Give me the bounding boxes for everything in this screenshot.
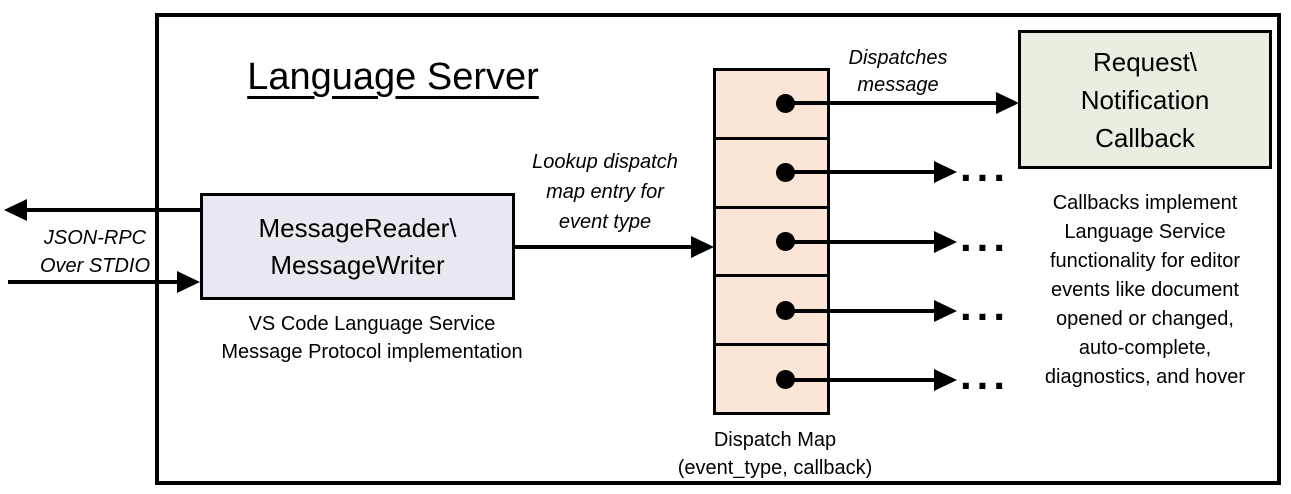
dispatch-map-cell xyxy=(716,277,827,347)
request-notification-callback-box: Request\ Notification Callback xyxy=(1018,30,1272,169)
arrow-line xyxy=(786,101,998,105)
arrow-head-right-icon xyxy=(177,271,200,293)
ellipsis: ... xyxy=(960,213,1011,260)
arrow-head-right-icon xyxy=(691,236,714,258)
arrow-head-right-icon xyxy=(934,369,957,391)
arrow-head-right-icon xyxy=(934,300,957,322)
message-box-caption: VS Code Language Service Message Protoco… xyxy=(221,313,523,363)
entry-dot-icon xyxy=(776,231,795,251)
ellipsis: ... xyxy=(960,143,1011,190)
diagram-title: Language Server xyxy=(247,56,539,98)
entry-dot-icon xyxy=(776,369,795,389)
entry-dot-icon xyxy=(776,163,795,183)
arrow-head-left-icon xyxy=(4,199,27,221)
arrow-line xyxy=(8,280,178,284)
arrow-line xyxy=(786,378,936,382)
arrow-line xyxy=(24,208,200,212)
message-reader-writer-box: MessageReader\ MessageWriter xyxy=(200,193,515,300)
arrow-line xyxy=(786,309,936,313)
dispatch-map-cell xyxy=(716,140,827,209)
dispatch-map-cell xyxy=(716,209,827,278)
entry-dot-icon xyxy=(776,300,795,320)
dispatches-message-label: Dispatches message xyxy=(848,47,948,96)
arrow-head-right-icon xyxy=(996,92,1019,114)
arrow-head-right-icon xyxy=(934,231,957,253)
dispatch-map-cell xyxy=(716,71,827,140)
ellipsis: ... xyxy=(960,282,1011,329)
ellipsis: ... xyxy=(960,351,1011,398)
dispatch-map-cell xyxy=(716,346,827,412)
arrow-line xyxy=(786,240,936,244)
dispatch-map-caption: Dispatch Map (event_type, callback) xyxy=(677,429,873,479)
lookup-label: Lookup dispatch map entry for event type xyxy=(532,151,678,233)
arrow-line xyxy=(786,170,936,174)
language-server-box xyxy=(155,13,1281,485)
entry-dot-icon xyxy=(776,94,795,114)
json-rpc-label: JSON-RPC Over STDIO xyxy=(39,227,150,277)
arrow-line xyxy=(515,245,693,249)
callbacks-note: Callbacks implement Language Service fun… xyxy=(1044,192,1246,388)
arrow-head-right-icon xyxy=(934,161,957,183)
